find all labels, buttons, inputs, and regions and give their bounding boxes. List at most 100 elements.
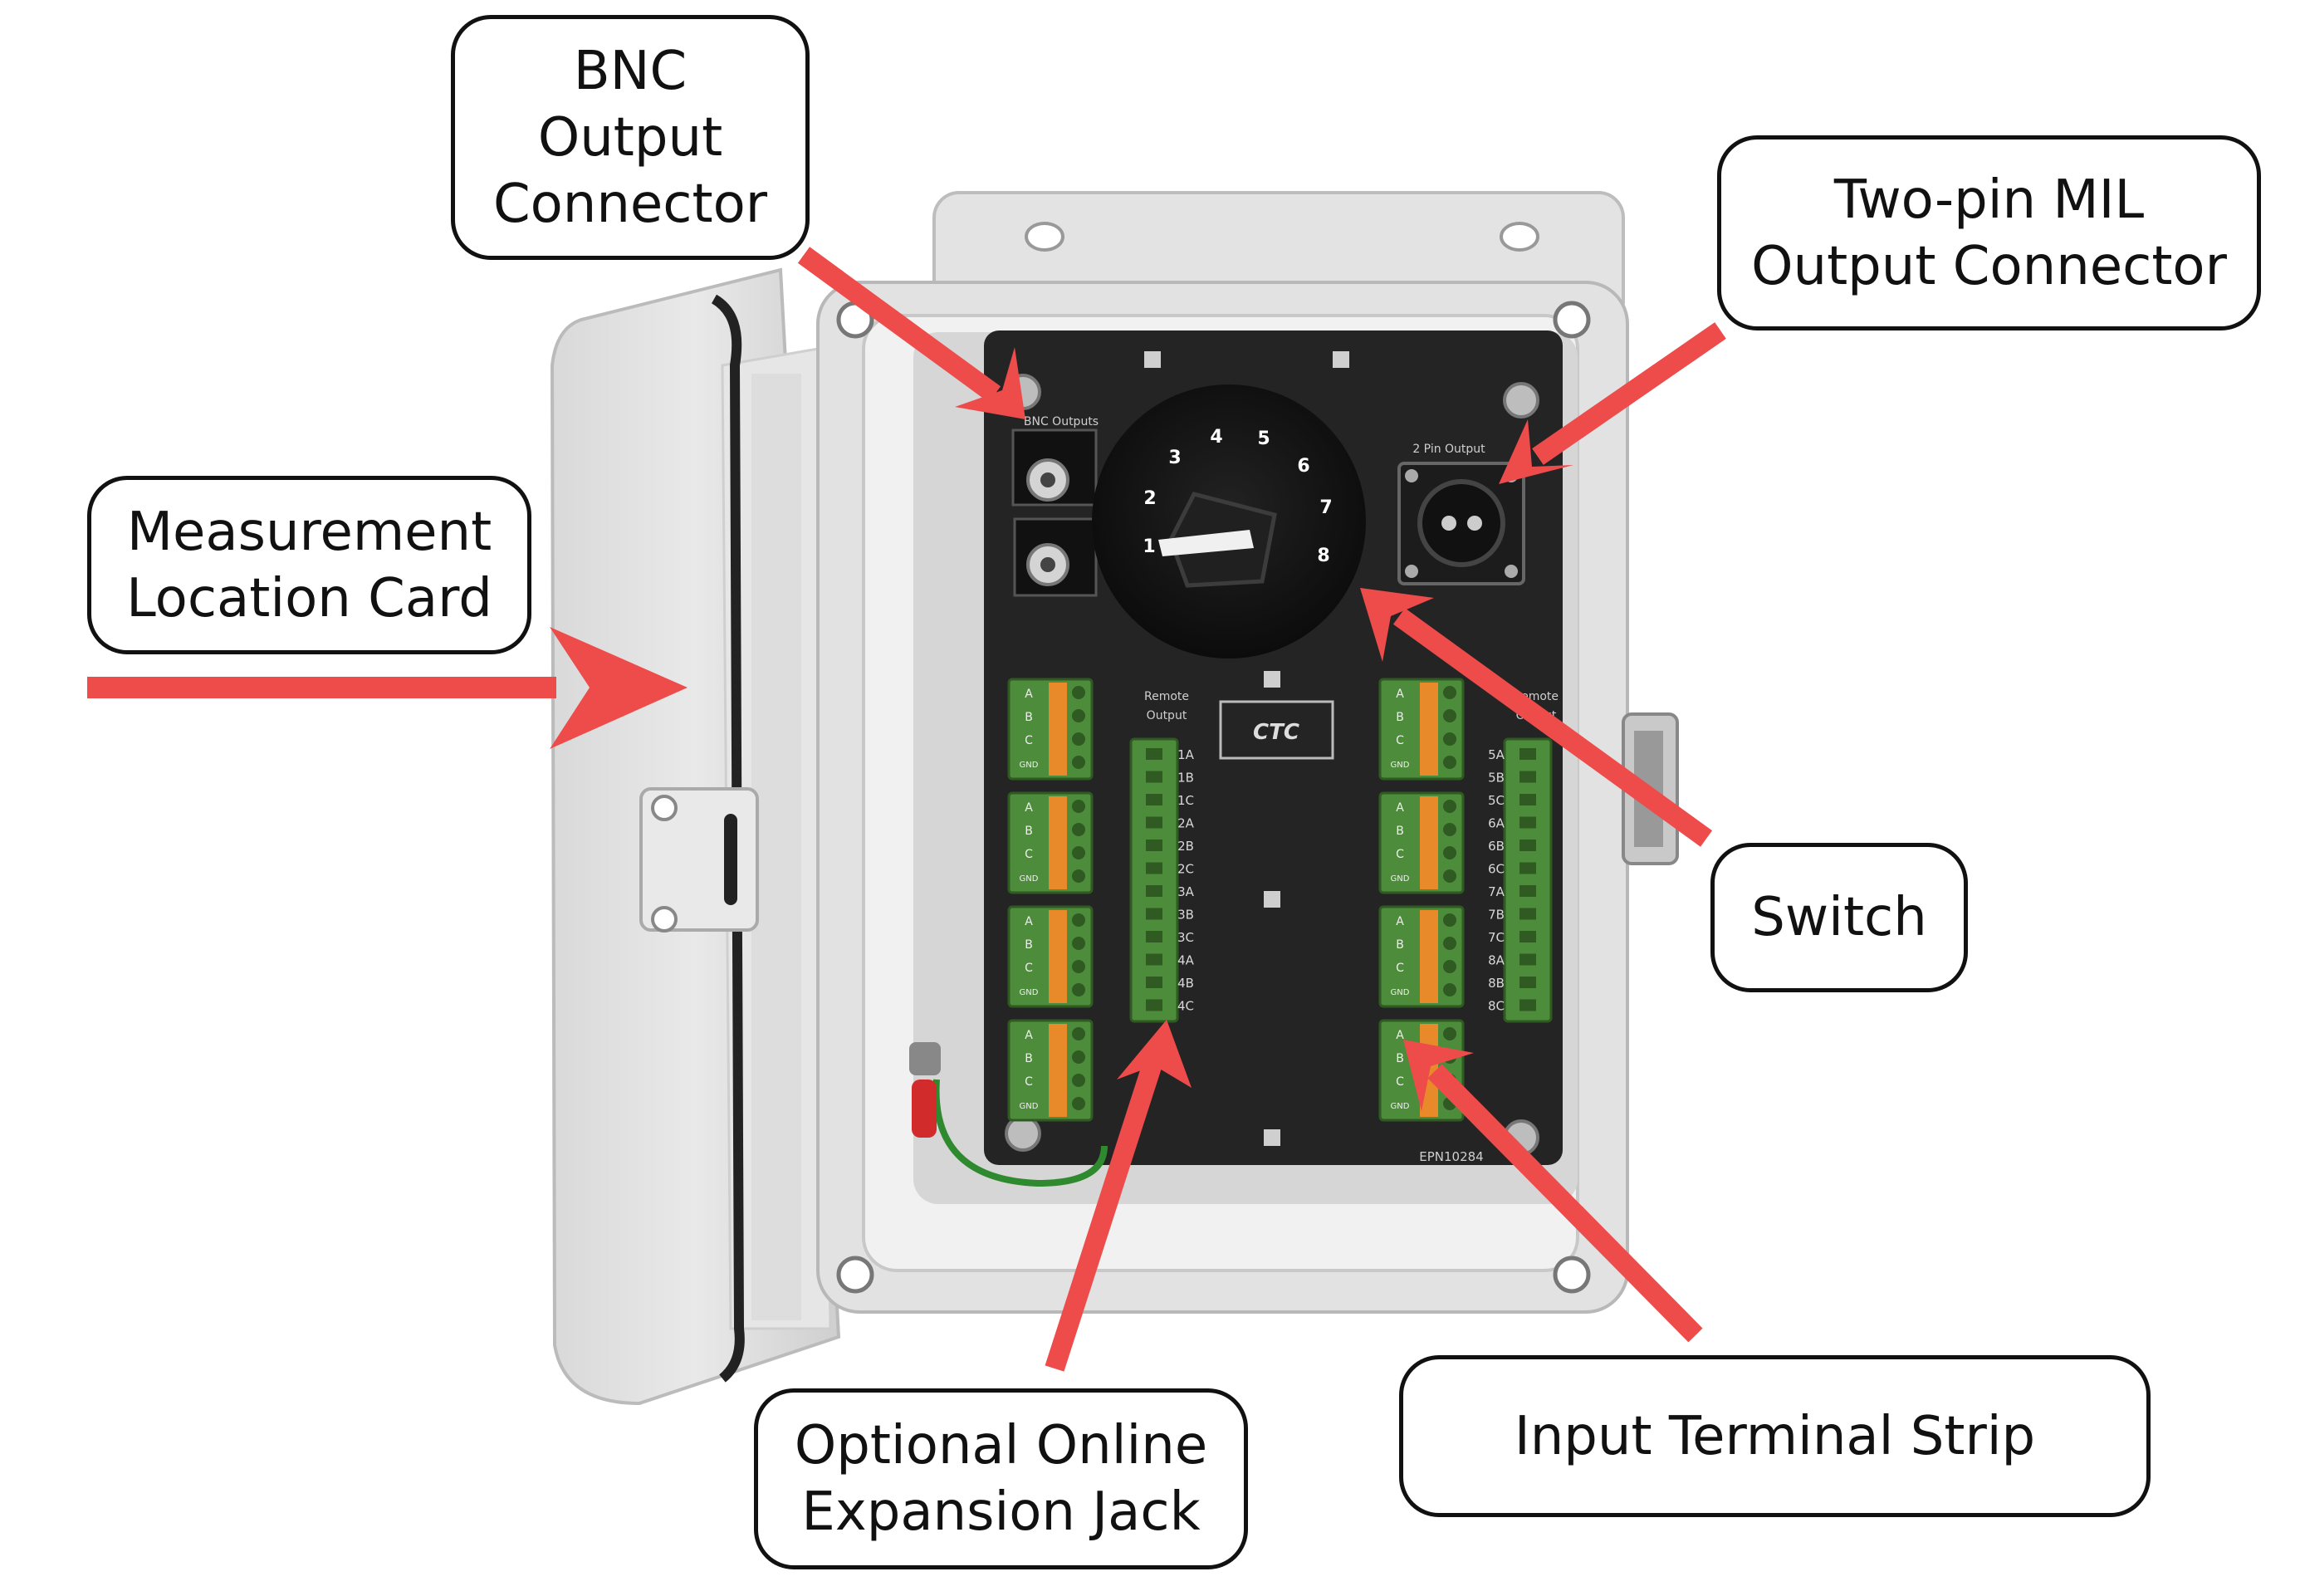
- terminal-label: A: [1396, 1029, 1404, 1042]
- remote-channel-label: 2C: [1177, 862, 1194, 877]
- terminal-label: GND: [1020, 874, 1039, 884]
- terminal-screw: [1072, 756, 1085, 769]
- terminal-label: GND: [1391, 1102, 1410, 1111]
- terminal-screw: [1072, 1027, 1085, 1040]
- enclosure-door: [550, 267, 841, 1406]
- terminal-screw: [1072, 913, 1085, 927]
- terminal-label: C: [1025, 1075, 1033, 1089]
- callout-bnc-output-connector: BNC Output Connector: [451, 15, 810, 260]
- remote-channel-label: 7B: [1488, 908, 1505, 923]
- terminal-label: B: [1025, 825, 1033, 838]
- terminal-label: B: [1396, 938, 1404, 952]
- remote-pin: [1146, 977, 1162, 988]
- remote-pin: [1146, 748, 1162, 760]
- terminal-screw: [1443, 686, 1456, 699]
- switch-position-5: 5: [1257, 428, 1270, 449]
- remote-channel-label: 3C: [1177, 930, 1194, 945]
- remote-channel-label: 2B: [1177, 839, 1194, 854]
- switch-position-7: 7: [1319, 497, 1332, 518]
- terminal-screw: [1072, 1050, 1085, 1064]
- terminal-label: C: [1396, 848, 1404, 861]
- remote-channel-label: 3A: [1177, 884, 1195, 899]
- terminal-label: C: [1025, 848, 1033, 861]
- remote-pin: [1146, 999, 1162, 1011]
- terminal-screw: [1072, 937, 1085, 950]
- terminal-label: C: [1396, 734, 1404, 747]
- terminal-label: A: [1025, 688, 1033, 701]
- terminal-label: GND: [1391, 761, 1410, 770]
- remote-pin: [1519, 931, 1536, 942]
- terminal-screw: [1443, 913, 1456, 927]
- ctc-logo-text: CTC: [1253, 720, 1299, 745]
- remote-channel-label: 6C: [1488, 862, 1505, 877]
- remote-channel-label: 2A: [1177, 816, 1195, 831]
- remote-channel-label: 4A: [1177, 953, 1195, 968]
- bnc-outputs-label: BNC Outputs: [1024, 415, 1099, 428]
- arrow-two-pin-mil: [1499, 322, 1726, 484]
- remote-pin: [1146, 840, 1162, 851]
- terminal-label: A: [1025, 801, 1033, 815]
- terminal-screw: [1443, 800, 1456, 813]
- door-latch: [639, 787, 759, 933]
- callout-mil-line2: Output Connector: [1751, 235, 2227, 297]
- terminal-screw: [1072, 846, 1085, 859]
- callout-jack-line1: Optional Online: [794, 1415, 1208, 1476]
- callout-bnc-line3: Connector: [492, 173, 768, 235]
- remote-channel-label: 4B: [1177, 976, 1194, 991]
- remote-label-line1: Remote: [1144, 690, 1189, 703]
- switch-position-2: 2: [1143, 488, 1156, 509]
- remote-pin: [1146, 862, 1162, 874]
- switch-position-8: 8: [1317, 546, 1329, 566]
- remote-pin: [1146, 794, 1162, 805]
- terminal-label: C: [1396, 962, 1404, 975]
- remote-pin: [1519, 908, 1536, 920]
- remote-channel-label: 7A: [1488, 884, 1505, 899]
- terminal-screw: [1072, 686, 1085, 699]
- remote-channel-label: 3B: [1177, 908, 1194, 923]
- arrow-switch: [1360, 588, 1713, 847]
- remote-pin: [1519, 748, 1536, 760]
- callout-strip-line1: Input Terminal Strip: [1514, 1405, 2036, 1467]
- callout-card-line1: Measurement: [126, 501, 492, 563]
- terminal-screw: [1443, 1027, 1456, 1040]
- terminal-screw: [1072, 732, 1085, 746]
- remote-pin: [1146, 953, 1162, 966]
- remote-pin: [1146, 931, 1162, 942]
- switch-position-4: 4: [1210, 427, 1222, 448]
- callout-measurement-location-card: Measurement Location Card: [87, 476, 531, 654]
- terminal-label: B: [1396, 825, 1404, 838]
- callout-card-line2: Location Card: [126, 567, 492, 629]
- callout-bnc-line1: BNC: [573, 40, 688, 102]
- remote-channel-label: 8C: [1488, 999, 1505, 1014]
- remote-pin: [1519, 953, 1536, 966]
- remote-channel-label: 8A: [1488, 953, 1505, 968]
- callout-switch: Switch: [1710, 843, 1968, 992]
- terminal-screw: [1072, 709, 1085, 722]
- terminal-screw: [1443, 732, 1456, 746]
- switch-position-6: 6: [1297, 456, 1309, 477]
- remote-channel-label: 7C: [1488, 930, 1505, 945]
- terminal-screw: [1443, 937, 1456, 950]
- terminal-screw: [1072, 1074, 1085, 1087]
- bnc-output-connectors: BNC Outputs: [1011, 415, 1099, 597]
- terminal-screw: [1443, 983, 1456, 996]
- two-pin-mil-connector: 2 Pin Output: [1397, 443, 1525, 585]
- terminal-screw: [1072, 869, 1085, 883]
- remote-pin: [1519, 862, 1536, 874]
- remote-channel-label: 1B: [1177, 771, 1194, 786]
- remote-channel-label: 5B: [1488, 771, 1505, 786]
- remote-channel-label: 1C: [1177, 793, 1194, 808]
- remote-label-line2: Output: [1147, 709, 1187, 722]
- terminal-label: C: [1025, 734, 1033, 747]
- arrow-expansion-jack: [1045, 1020, 1192, 1372]
- two-pin-output-label: 2 Pin Output: [1412, 443, 1485, 456]
- remote-channel-label: 5A: [1488, 747, 1505, 762]
- ctc-logo-plate: CTC: [1219, 700, 1334, 760]
